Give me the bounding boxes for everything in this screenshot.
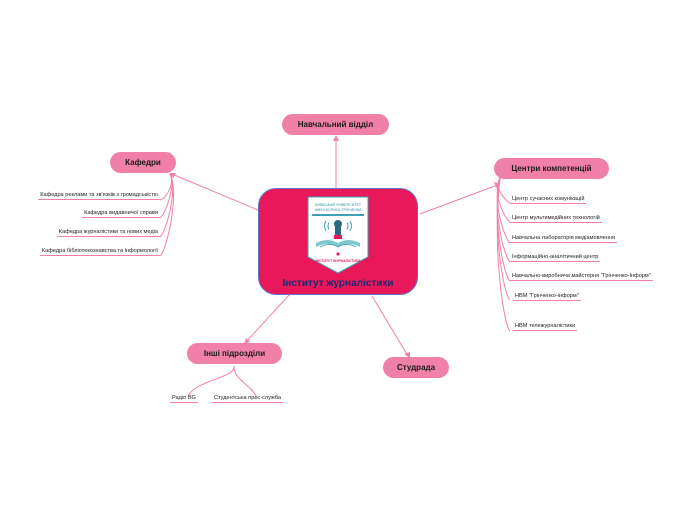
link-studrada bbox=[371, 295, 409, 357]
link-inshi-item bbox=[233, 365, 257, 397]
leaf-radio-bg[interactable]: Радіо BG bbox=[170, 395, 198, 403]
arrowhead bbox=[244, 338, 250, 344]
link-inshi bbox=[245, 293, 291, 343]
node-studrada[interactable]: Студрада bbox=[383, 357, 449, 378]
link-centry bbox=[419, 183, 501, 215]
arrowhead bbox=[404, 352, 410, 358]
leaf-kafedra-bibliotekoznavstva[interactable]: Кафедра бібліотекознавства та інформолог… bbox=[39, 248, 160, 256]
node-inshi-pidrozdily[interactable]: Інші підрозділи bbox=[187, 343, 282, 364]
leaf-informatsiinyi-centr[interactable]: Інформаційно-аналітичний центр bbox=[510, 254, 601, 262]
arrowhead bbox=[333, 135, 339, 141]
leaf-kafedra-reklamy[interactable]: Кафедра реклами та зв'язків з громадські… bbox=[38, 192, 160, 200]
node-kafedry[interactable]: Кафедри bbox=[110, 152, 176, 173]
leaf-centr-multymedia[interactable]: Центр мультимедійних технологій bbox=[510, 215, 602, 223]
central-node[interactable]: КИЇВСЬКИЙ УНІВЕРСИТЕТ ІМЕНІ БОРИСА ГРІНЧ… bbox=[258, 188, 418, 295]
link-centry-item bbox=[496, 177, 511, 332]
leaf-centr-komunikatsii[interactable]: Центр сучасних комунікацій bbox=[510, 196, 587, 204]
leaf-kafedra-vydavnychoi[interactable]: Кафедра видавничої справи bbox=[82, 210, 160, 218]
leaf-pres-sluzhba[interactable]: Студентська прес-служба bbox=[212, 395, 284, 403]
leaf-maisternia[interactable]: Навчально-виробнича майстерня "Грінченко… bbox=[510, 273, 653, 281]
institute-logo: КИЇВСЬКИЙ УНІВЕРСИТЕТ ІМЕНІ БОРИСА ГРІНЧ… bbox=[307, 196, 369, 274]
leaf-kafedra-zhurnalistyky[interactable]: Кафедра журналістики та нових медіа bbox=[56, 229, 160, 237]
leaf-nvm-telezhurnalistyky[interactable]: НВМ тележурналістики bbox=[513, 323, 578, 331]
arrowhead bbox=[494, 182, 500, 188]
leaf-nvm-hrinchenko[interactable]: НВМ "Грінченко-інформ" bbox=[513, 293, 581, 301]
arrowhead bbox=[170, 173, 176, 178]
logo-bottom: ІНСТИТУТ ЖУРНАЛІСТИКИ bbox=[316, 259, 361, 263]
node-centry-kompetentsii[interactable]: Центри компетенцій bbox=[494, 158, 609, 179]
logo-line1: КИЇВСЬКИЙ УНІВЕРСИТЕТ bbox=[315, 203, 362, 207]
link-inshi-item bbox=[187, 365, 235, 397]
link-kafedry-item bbox=[159, 173, 174, 257]
node-navchalnyi-viddil[interactable]: Навчальний відділ bbox=[282, 114, 389, 135]
link-kafedry-item bbox=[159, 173, 174, 238]
central-title: Інститут журналістики bbox=[282, 278, 394, 289]
link-kafedry bbox=[171, 173, 259, 211]
logo-line2: ІМЕНІ БОРИСА ГРІНЧЕНКА bbox=[315, 208, 362, 212]
leaf-laboratoriia[interactable]: Навчальна лабораторія медіамовлення bbox=[510, 235, 617, 243]
